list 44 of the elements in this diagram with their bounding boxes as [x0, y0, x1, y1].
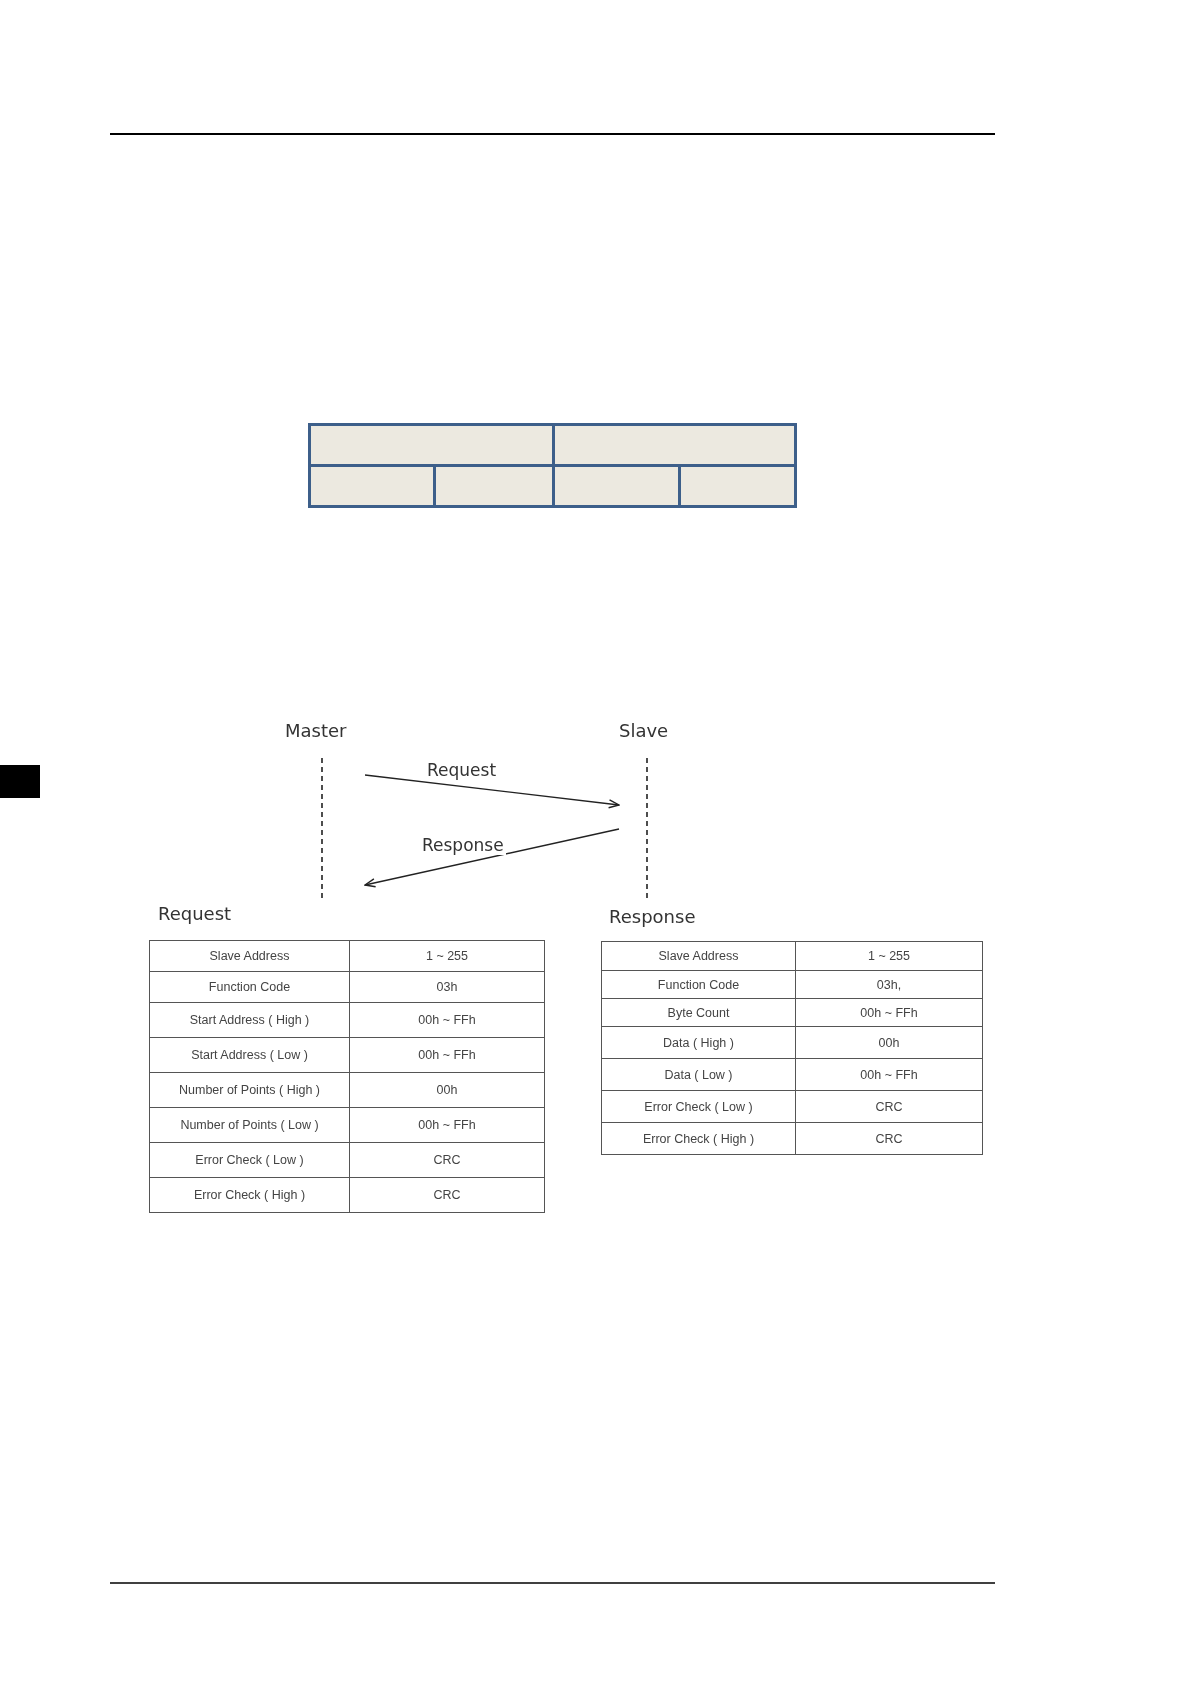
table-cell: 03h,: [795, 970, 983, 999]
table-cell: 00h ~ FFh: [795, 1058, 983, 1091]
table-cell: Error Check ( High ): [601, 1122, 796, 1155]
table-cell: CRC: [349, 1142, 545, 1178]
table-cell: CRC: [795, 1090, 983, 1123]
arrow: [364, 828, 620, 888]
table-cell: Slave Address: [601, 941, 796, 971]
table-cell: 00h ~ FFh: [349, 1037, 545, 1073]
table-cell: 00h ~ FFh: [795, 998, 983, 1027]
table-cell: Byte Count: [601, 998, 796, 1027]
table-cell: CRC: [795, 1122, 983, 1155]
frame-field-box: [308, 423, 555, 467]
lifeline-label: Slave: [619, 720, 669, 741]
table-cell: Number of Points ( Low ): [149, 1107, 350, 1143]
table-cell: Error Check ( Low ): [149, 1142, 350, 1178]
table-cell: Start Address ( Low ): [149, 1037, 350, 1073]
table-cell: Error Check ( High ): [149, 1177, 350, 1213]
table-cell: Error Check ( Low ): [601, 1090, 796, 1123]
frame-field-box: [678, 464, 797, 508]
frame-field-box: [433, 464, 555, 508]
table-cell: 03h: [349, 971, 545, 1003]
table-cell: Data ( Low ): [601, 1058, 796, 1091]
table-cell: 00h ~ FFh: [349, 1002, 545, 1038]
table-cell: Slave Address: [149, 940, 350, 972]
table-heading: Request: [158, 903, 232, 924]
edge-label: Request: [425, 760, 499, 780]
table-cell: 00h ~ FFh: [349, 1107, 545, 1143]
table-cell: 1 ~ 255: [349, 940, 545, 972]
table-cell: Number of Points ( High ): [149, 1072, 350, 1108]
table-cell: Function Code: [149, 971, 350, 1003]
table-cell: 1 ~ 255: [795, 941, 983, 971]
table-cell: 00h: [795, 1026, 983, 1059]
table-cell: Data ( High ): [601, 1026, 796, 1059]
lifeline-label: Master: [285, 720, 347, 741]
table-cell: Function Code: [601, 970, 796, 999]
table-heading: Response: [609, 906, 696, 927]
arrow: [364, 774, 620, 809]
table-cell: 00h: [349, 1072, 545, 1108]
table-cell: Start Address ( High ): [149, 1002, 350, 1038]
frame-field-box: [552, 423, 797, 467]
table-cell: CRC: [349, 1177, 545, 1213]
frame-field-box: [308, 464, 436, 508]
edge-label: Response: [420, 835, 506, 855]
frame-field-box: [552, 464, 681, 508]
